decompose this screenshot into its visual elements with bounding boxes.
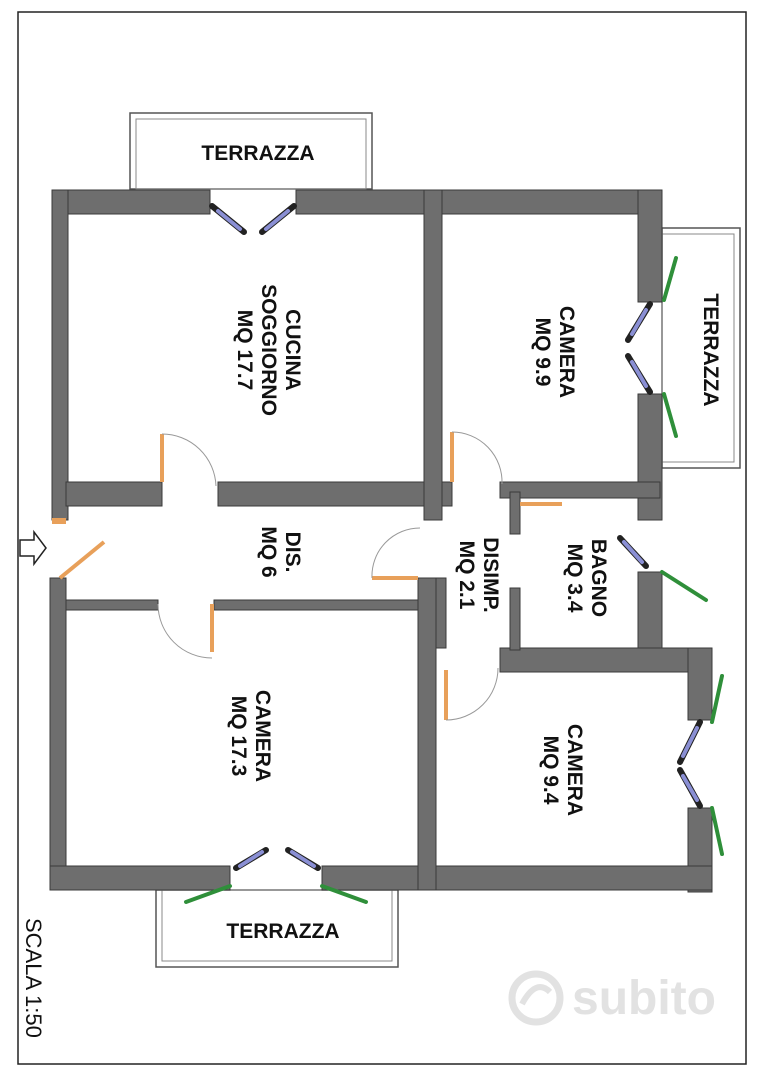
- doors: [52, 431, 562, 721]
- room-name-line: DISIMP.: [479, 537, 502, 612]
- watermark-text: subito: [572, 972, 716, 1025]
- terrace-right-label: TERRAZZA: [699, 293, 722, 406]
- shutters: [184, 256, 724, 904]
- scale-label: SCALA 1:50: [21, 918, 46, 1038]
- room-name-line: CAMERA: [251, 690, 274, 782]
- room-label-camera-ne: CAMERA MQ 9.9: [531, 306, 578, 398]
- watermark: subito: [508, 970, 716, 1026]
- room-area: MQ 17.7: [233, 310, 256, 391]
- terrace-bottom: [155, 889, 399, 968]
- terrace-top: [129, 112, 373, 190]
- room-name-line: CUCINA: [281, 309, 304, 391]
- room-area: MQ 9.9: [531, 318, 554, 387]
- terrace-top-label: TERRAZZA: [201, 142, 314, 165]
- room-name-line: BAGNO: [587, 539, 610, 617]
- windows: [209, 203, 703, 871]
- room-name-line: CAMERA: [563, 724, 586, 816]
- room-label-camera-se: CAMERA MQ 9.4: [539, 724, 586, 816]
- walls: [49, 189, 713, 893]
- room-name-line: SOGGIORNO: [257, 284, 280, 416]
- sheet-border: [17, 11, 747, 1065]
- room-label-bagno: BAGNO MQ 3.4: [563, 539, 610, 617]
- room-area: MQ 17.3: [227, 696, 250, 777]
- watermark-logo-icon: [508, 970, 564, 1026]
- room-label-cucina: CUCINA SOGGIORNO MQ 17.7: [233, 284, 304, 416]
- room-area: MQ 2.1: [455, 541, 478, 610]
- room-label-dis: DIS. MQ 6: [257, 526, 304, 577]
- room-area: MQ 6: [257, 526, 280, 577]
- room-name-line: CAMERA: [555, 306, 578, 398]
- room-name-line: DIS.: [281, 532, 304, 573]
- room-area: MQ 3.4: [563, 544, 586, 613]
- room-label-camera-sw: CAMERA MQ 17.3: [227, 690, 274, 782]
- room-area: MQ 9.4: [539, 736, 562, 805]
- room-label-disimp: DISIMP. MQ 2.1: [455, 537, 502, 612]
- entrance-arrow-icon: [19, 529, 47, 567]
- terrace-bottom-label: TERRAZZA: [226, 920, 339, 943]
